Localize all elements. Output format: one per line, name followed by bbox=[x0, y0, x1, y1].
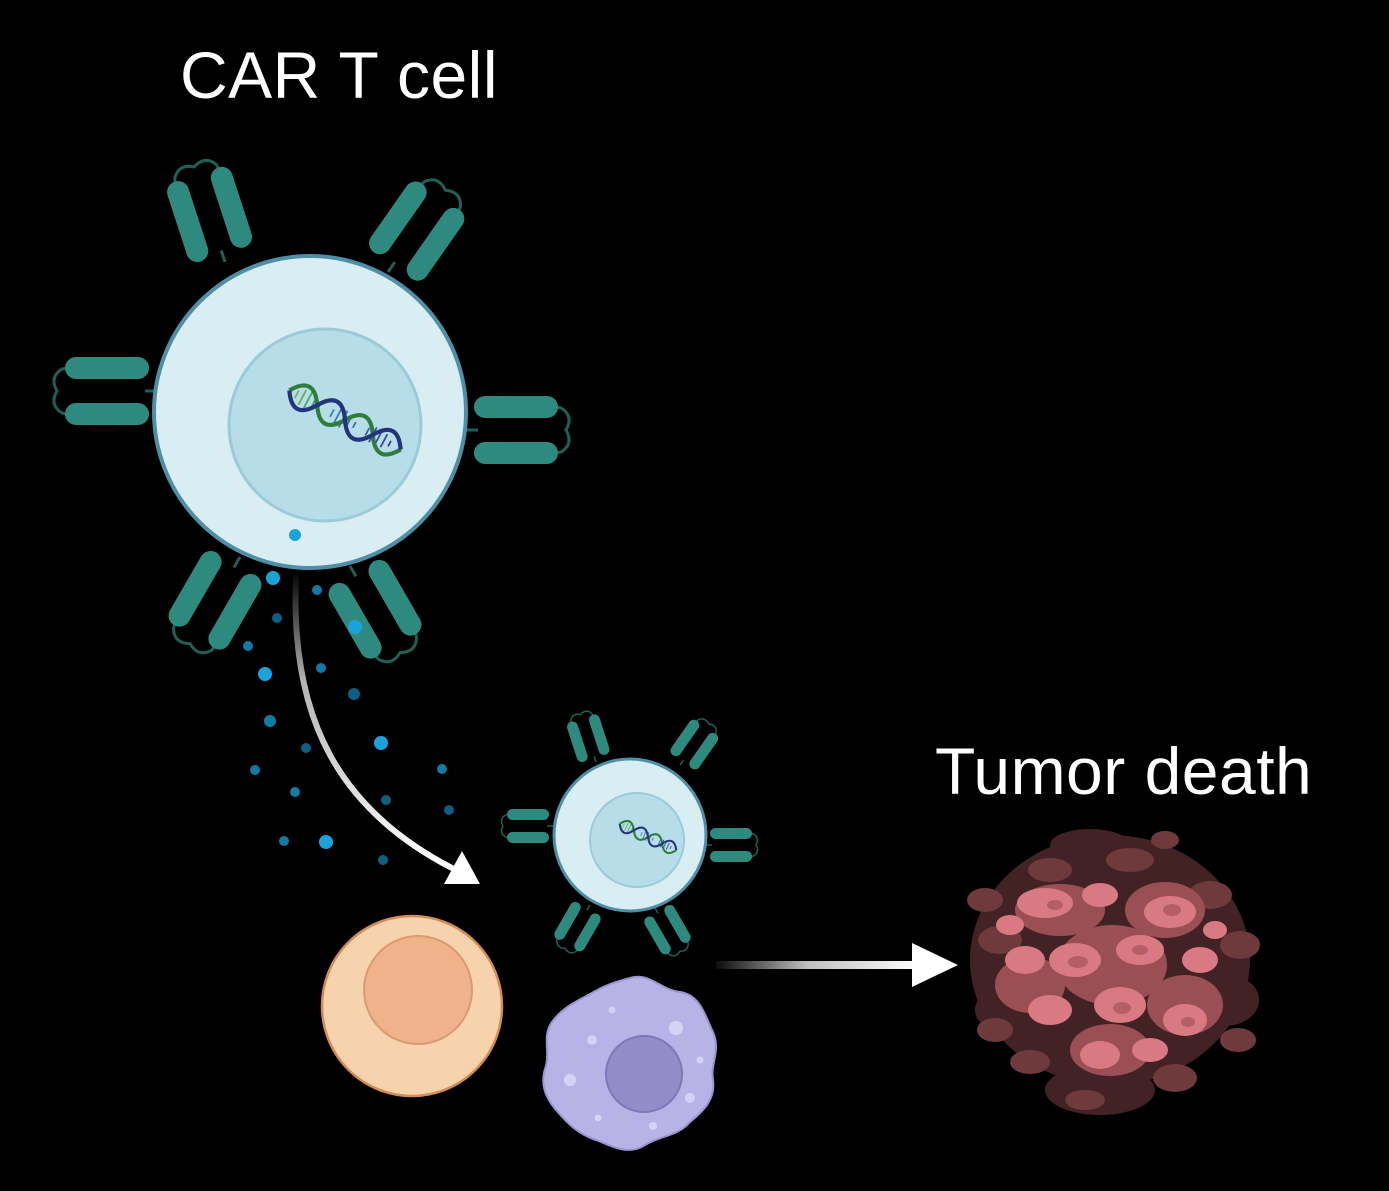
car-t-cell-large bbox=[52, 151, 571, 674]
straight-arrow bbox=[716, 943, 958, 987]
orange-cell bbox=[320, 914, 504, 1098]
tumor-death-debris bbox=[967, 829, 1260, 1115]
curved-arrow bbox=[292, 575, 480, 884]
car-t-cell-label: CAR T cell bbox=[180, 38, 498, 112]
car-t-cell-small bbox=[500, 706, 759, 962]
tumor-death-label: Tumor death bbox=[935, 734, 1313, 808]
cytokine-particles bbox=[243, 571, 454, 865]
purple-cell bbox=[542, 975, 717, 1151]
